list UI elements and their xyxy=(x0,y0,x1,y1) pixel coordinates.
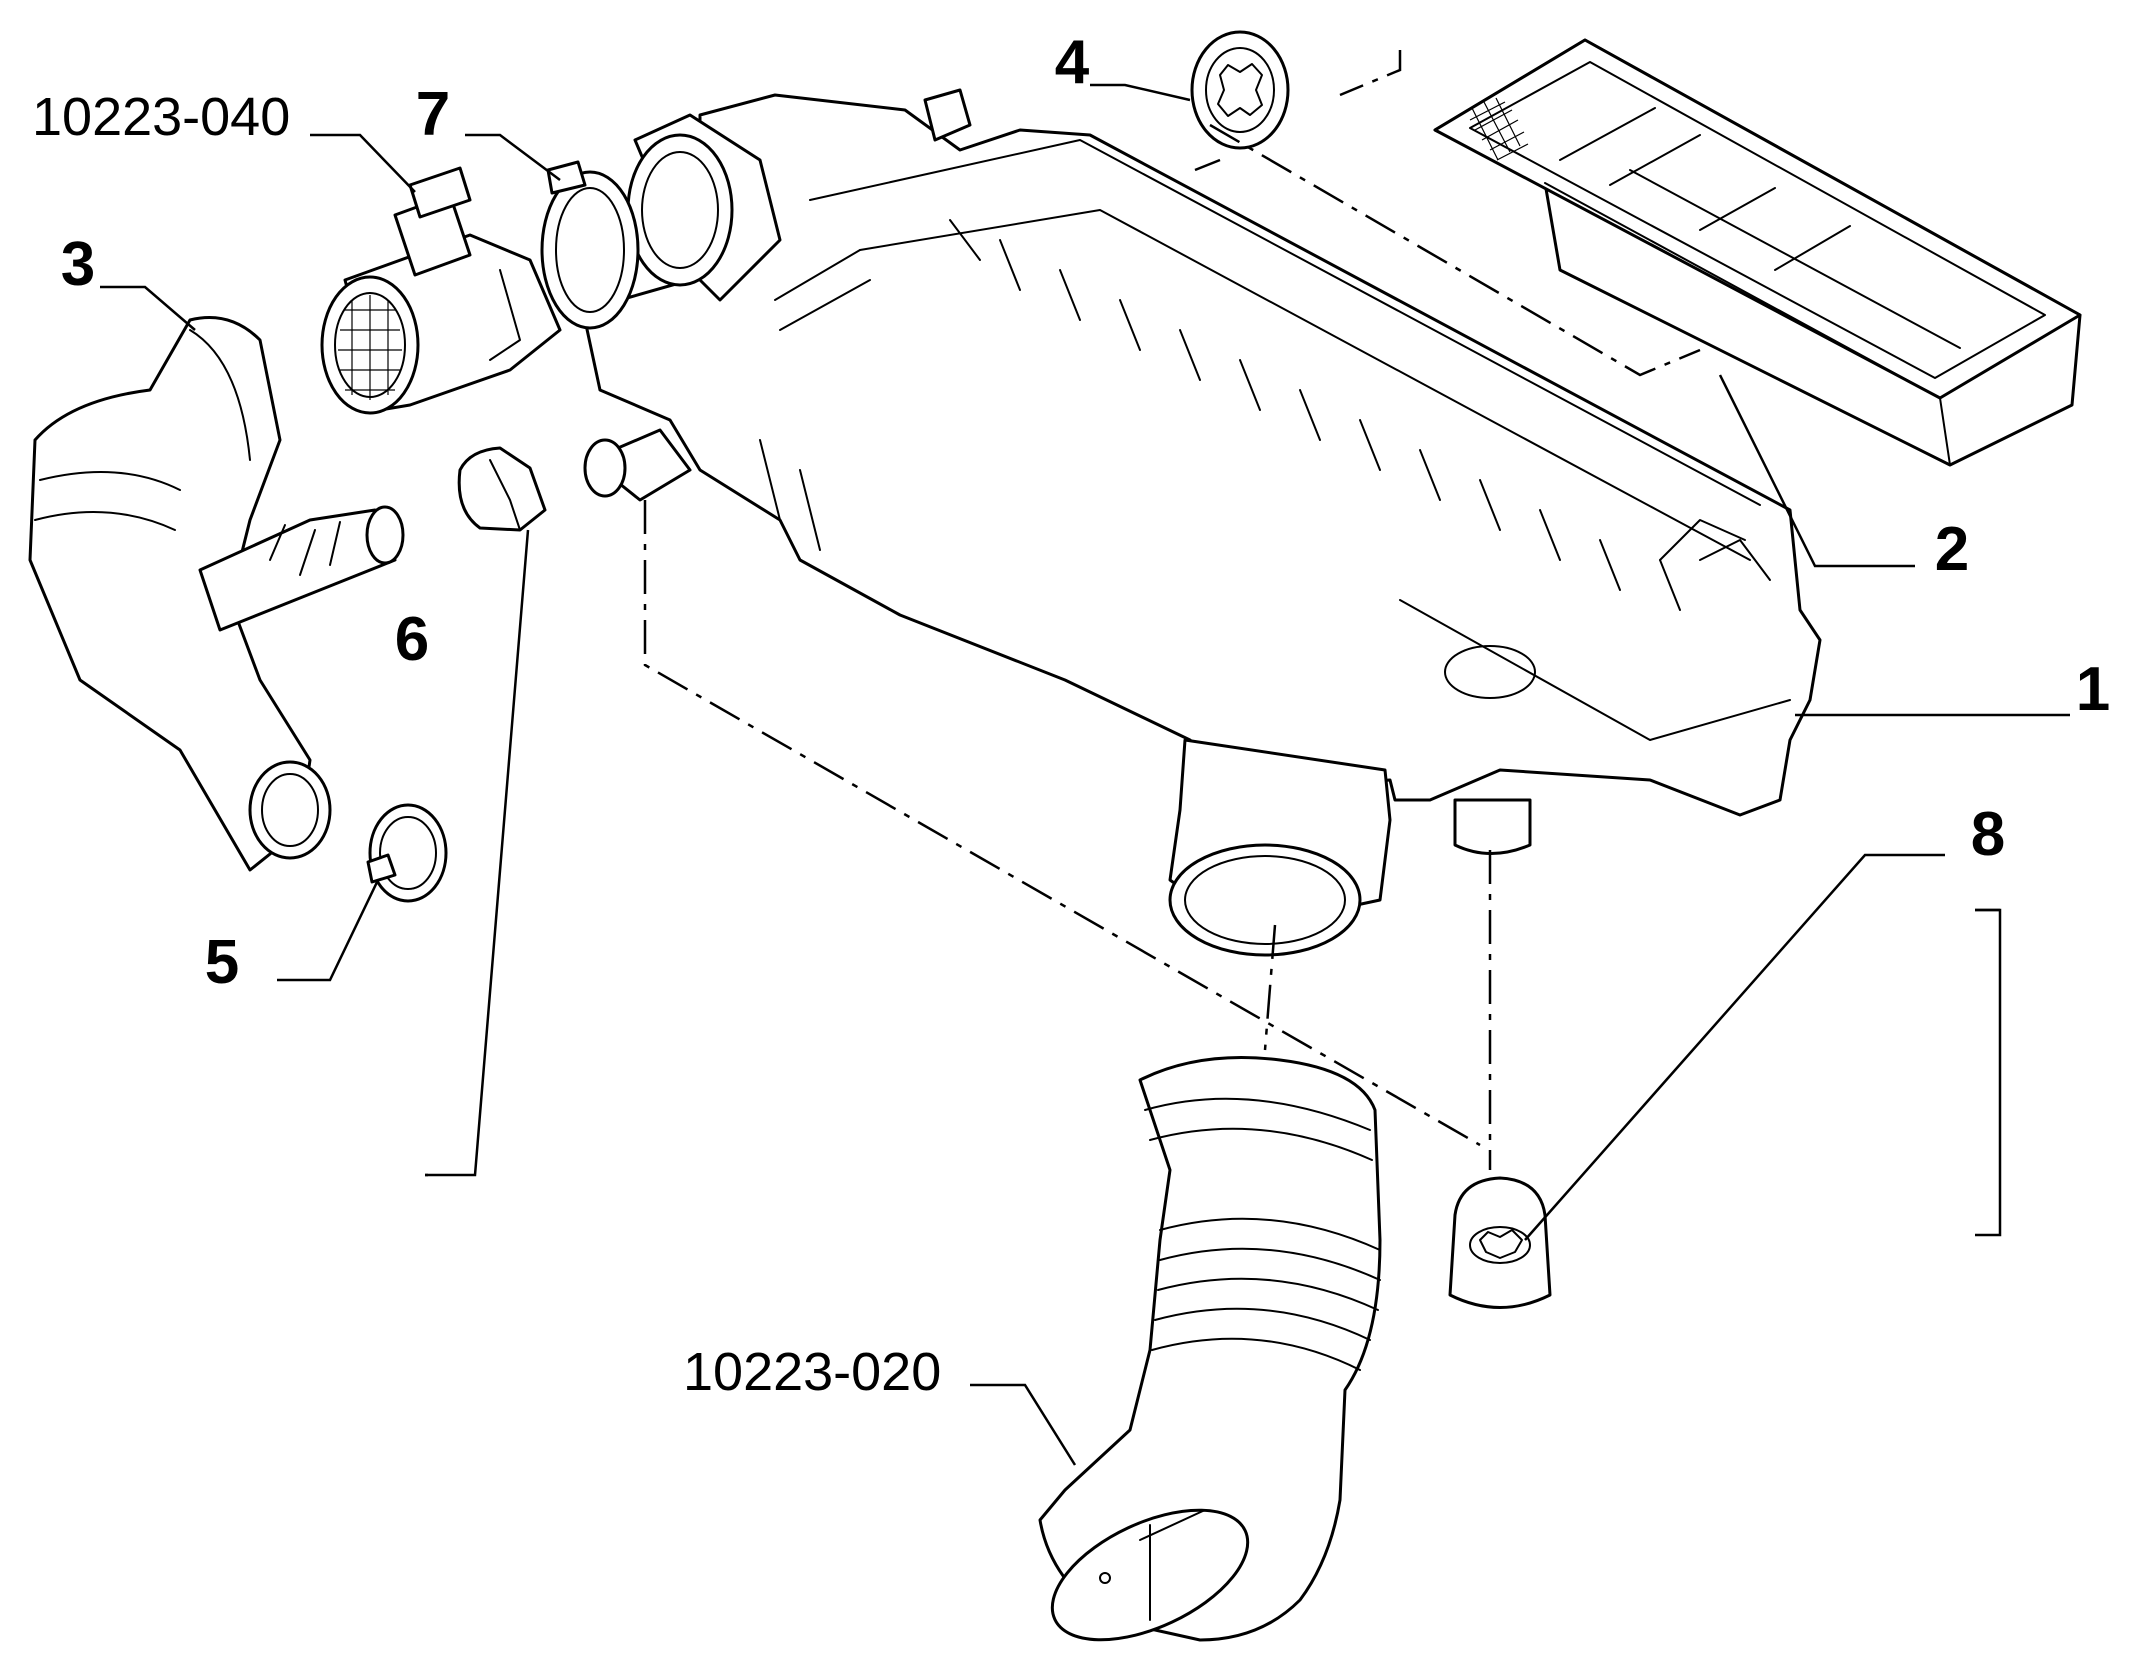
air-duct xyxy=(1038,1056,1382,1642)
intake-hose xyxy=(28,316,405,872)
reference-duct: 10223-020 xyxy=(683,1342,941,1402)
reference-sensor: 10223-040 xyxy=(32,87,290,147)
callout-4: 4 xyxy=(1055,28,1090,97)
hose-clamp-lower xyxy=(366,803,448,903)
callout-7: 7 xyxy=(416,80,450,149)
hose-clamp-upper xyxy=(540,160,640,330)
callout-3: 3 xyxy=(61,230,95,299)
air-filter-housing xyxy=(583,88,1822,957)
grommet-bottom xyxy=(1448,1176,1552,1309)
mass-air-flow-sensor xyxy=(320,166,562,415)
callout-1: 1 xyxy=(2076,655,2110,724)
callout-6: 6 xyxy=(395,605,429,674)
callout-5: 5 xyxy=(205,928,239,997)
assembly-lines xyxy=(643,50,1701,1170)
callout-labels: 1 2 3 4 5 6 7 8 10223-040 10223-020 xyxy=(32,28,2110,1402)
air-filter-element xyxy=(1433,38,2082,467)
grommet-top xyxy=(1190,30,1290,150)
leader-lines xyxy=(100,83,2070,1466)
callout-2: 2 xyxy=(1935,515,1969,584)
callout-8: 8 xyxy=(1971,800,2005,869)
filter-mesh-patch xyxy=(1469,97,1529,161)
connector-clip xyxy=(457,446,547,532)
